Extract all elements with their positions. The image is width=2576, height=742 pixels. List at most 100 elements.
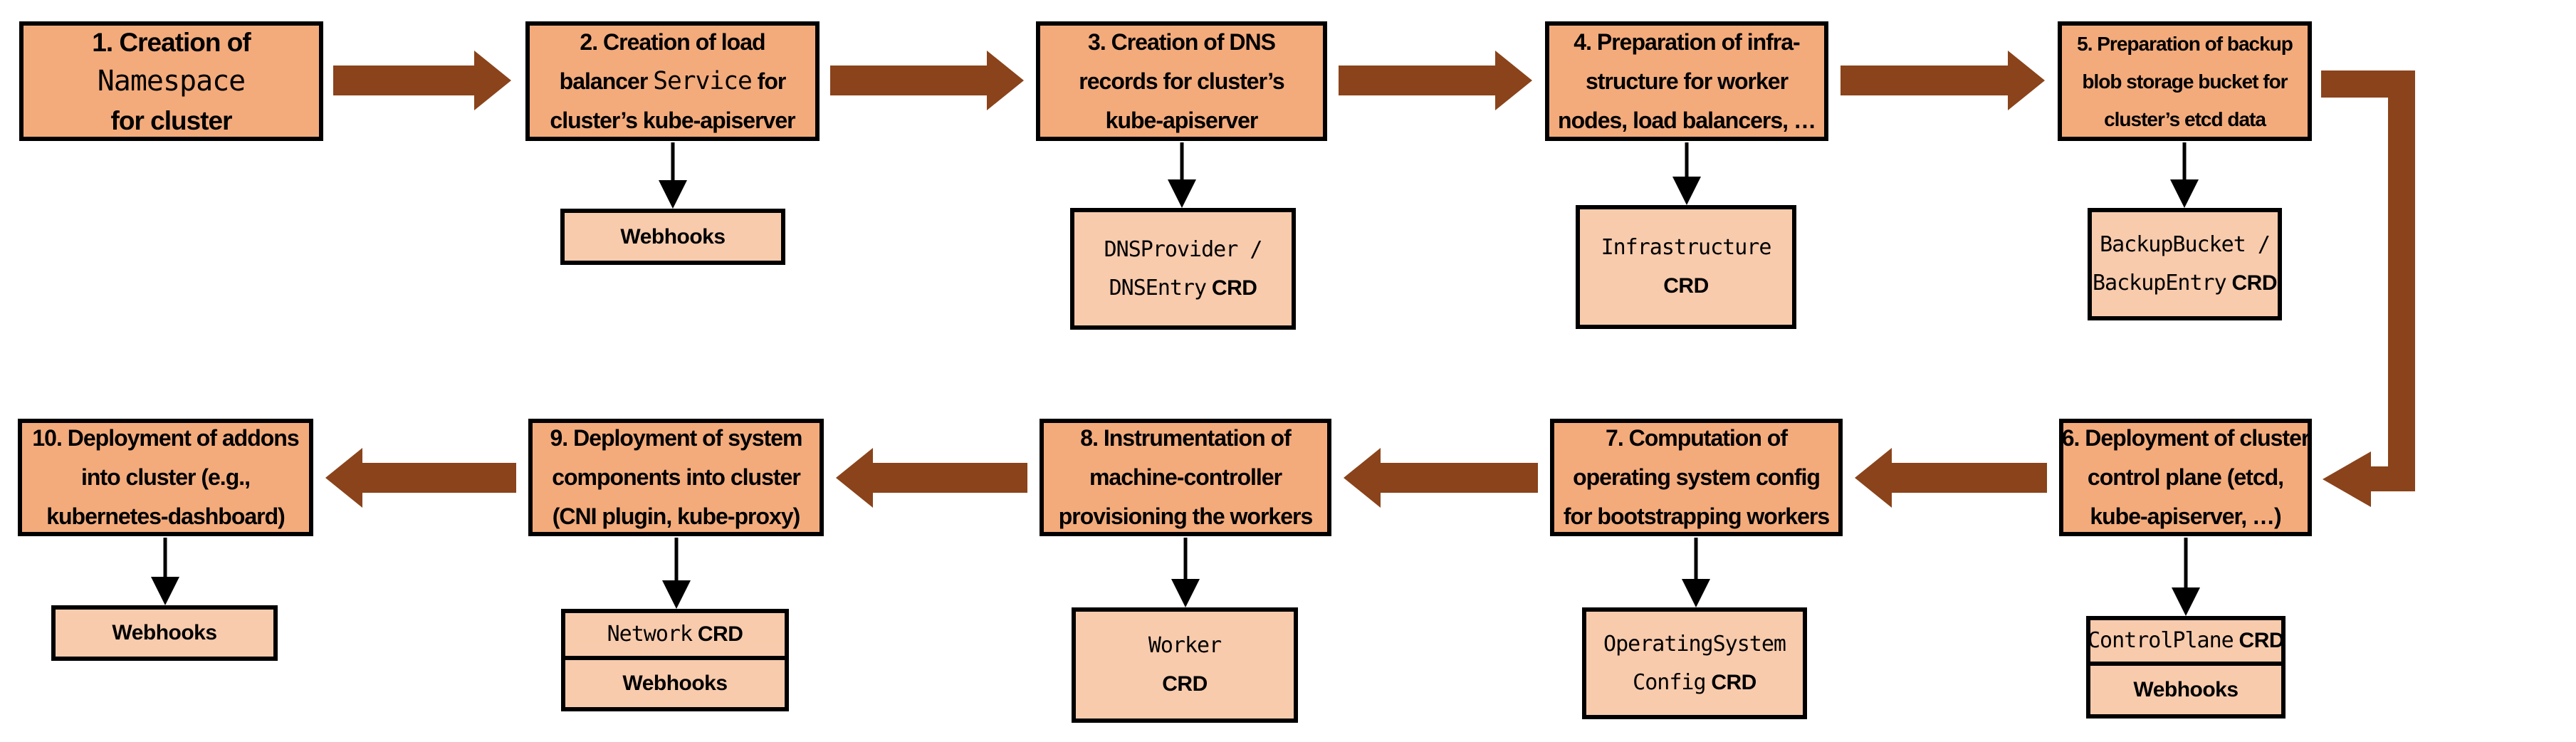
flow-arrow-step1-step2	[333, 51, 511, 110]
text-line: Network CRD	[607, 615, 743, 654]
step-2-box: 2. Creation of load balancer Service for c…	[525, 21, 820, 141]
text-run: CRD	[1663, 274, 1709, 298]
text-run: 3. Creation of DNS	[1088, 28, 1276, 55]
text-line: into cluster (e.g.,	[81, 458, 251, 497]
flow-arrow-step3-step4	[1339, 51, 1532, 110]
flow-arrow-step6-step7	[1855, 448, 2047, 508]
text-line: cluster’s etcd data	[2104, 100, 2266, 138]
text-run: 10. Deployment of addons	[32, 425, 299, 451]
text-line: Config CRD	[1633, 664, 1756, 702]
text-run: Config	[1633, 669, 1706, 695]
connector-step2-webhooks	[659, 142, 687, 209]
flow-arrow-step7-step8	[1344, 448, 1538, 508]
step-6-controlplane-crd-box: ControlPlane CRD	[2086, 616, 2286, 666]
step-9-box: 9. Deployment of system components into c…	[528, 419, 824, 536]
text-run: OperatingSystem	[1603, 631, 1786, 657]
text-line: machine-controller	[1089, 458, 1282, 497]
text-line: 7. Computation of	[1606, 419, 1788, 458]
text-run: (CNI plugin, kube-proxy)	[552, 503, 801, 529]
connector-step6-controlplane-crd	[2172, 538, 2200, 616]
text-run: 1. Creation of	[92, 27, 251, 57]
text-line: kube-apiserver	[1105, 101, 1259, 140]
text-line: 5. Preparation of backup	[2077, 25, 2293, 63]
text-line: DNSProvider /	[1104, 231, 1263, 269]
text-run: provisioning the workers	[1058, 503, 1314, 529]
text-run: records for cluster’s	[1079, 68, 1284, 94]
text-line: ControlPlane CRD	[2088, 622, 2285, 660]
connector-step4-infrastructure-crd	[1672, 142, 1701, 205]
text-run: CRD	[1206, 276, 1257, 300]
text-line: BackupEntry CRD	[2093, 264, 2278, 303]
flow-arrow-step5-step6-elbow	[2321, 70, 2415, 507]
text-run: CRD	[1705, 670, 1756, 694]
text-line: kube-apiserver, …)	[2090, 497, 2281, 536]
text-line: Infrastructure	[1601, 229, 1772, 267]
step-8-box: 8. Instrumentation of machine-controller p…	[1040, 419, 1331, 536]
text-line: blob storage bucket for	[2082, 63, 2288, 100]
text-line: operating system config	[1573, 458, 1821, 497]
step-1-box: 1. Creation of Namespace for cluster	[19, 21, 323, 141]
text-run: BackupBucket /	[2100, 232, 2271, 257]
text-line: for cluster	[110, 101, 233, 140]
text-run: Infrastructure	[1601, 235, 1772, 260]
text-run: DNSProvider /	[1104, 236, 1263, 262]
step-4-box: 4. Preparation of infra-structure for wo…	[1545, 21, 1828, 141]
text-line: components into cluster	[552, 458, 801, 497]
text-run: components into cluster	[552, 464, 801, 490]
text-line: kubernetes-dashboard)	[46, 497, 286, 536]
flow-arrow-step9-step10	[325, 448, 516, 508]
text-line: for bootstrapping workers	[1564, 497, 1830, 536]
text-run: DNSEntry	[1109, 275, 1207, 301]
text-run: 8. Instrumentation of	[1080, 425, 1291, 451]
text-run: for	[751, 68, 787, 94]
flow-arrow-step4-step5	[1841, 51, 2045, 110]
text-run: 7. Computation of	[1606, 425, 1788, 451]
text-run: Network	[607, 622, 693, 647]
text-run: Worker	[1148, 633, 1222, 658]
connector-step3-dns-crd	[1168, 142, 1196, 208]
text-run: cluster’s etcd data	[2104, 108, 2266, 130]
step-3-dns-crd-box: DNSProvider / DNSEntry CRD	[1070, 208, 1296, 330]
text-line: structure for worker	[1585, 62, 1789, 101]
text-run: nodes, load balancers, …	[1558, 107, 1816, 133]
text-line: 9. Deployment of system	[550, 419, 803, 458]
text-run: Webhooks	[622, 672, 728, 695]
connector-step8-worker-crd	[1171, 538, 1200, 607]
step-6-webhooks-box: Webhooks	[2086, 662, 2286, 719]
text-run: 4. Preparation of infra-	[1574, 28, 1800, 55]
text-line: control plane (etcd,	[2088, 458, 2284, 497]
text-line: Webhooks	[2133, 671, 2239, 709]
text-run: CRD	[2226, 271, 2278, 295]
text-line: provisioning the workers	[1058, 497, 1314, 536]
text-line: Namespace	[98, 62, 246, 101]
text-line: 4. Preparation of infra-	[1574, 23, 1800, 62]
step-5-backup-crd-box: BackupBucket / BackupEntry CRD	[2088, 208, 2282, 320]
text-line: CRD	[1663, 267, 1709, 305]
text-run: CRD	[2233, 629, 2285, 652]
text-run: CRD	[692, 622, 743, 646]
text-run: 9. Deployment of system	[550, 425, 803, 451]
connector-step7-osc-crd	[1682, 538, 1710, 607]
text-run: balancer	[559, 68, 654, 94]
text-line: 2. Creation of load	[580, 23, 765, 62]
text-run: kube-apiserver	[1105, 107, 1259, 133]
flow-arrow-step8-step9	[836, 448, 1027, 508]
text-line: records for cluster’s	[1079, 62, 1284, 101]
text-run: Webhooks	[620, 224, 726, 249]
text-run: cluster’s kube-apiserver	[550, 107, 795, 133]
text-run: Webhooks	[2133, 678, 2239, 701]
text-line: OperatingSystem	[1603, 625, 1786, 664]
text-run: for cluster	[110, 105, 233, 135]
text-line: (CNI plugin, kube-proxy)	[552, 497, 801, 536]
text-run: machine-controller	[1089, 464, 1282, 490]
step-7-box: 7. Computation of operating system config…	[1550, 419, 1843, 536]
text-line: BackupBucket /	[2100, 226, 2271, 264]
connector-step10-webhooks	[151, 538, 179, 605]
text-line: 6. Deployment of cluster	[2062, 419, 2310, 458]
text-run: structure for worker	[1585, 68, 1789, 94]
text-run: kube-apiserver, …)	[2090, 503, 2281, 529]
text-run: Service	[653, 66, 753, 95]
text-line: Webhooks	[112, 614, 217, 652]
